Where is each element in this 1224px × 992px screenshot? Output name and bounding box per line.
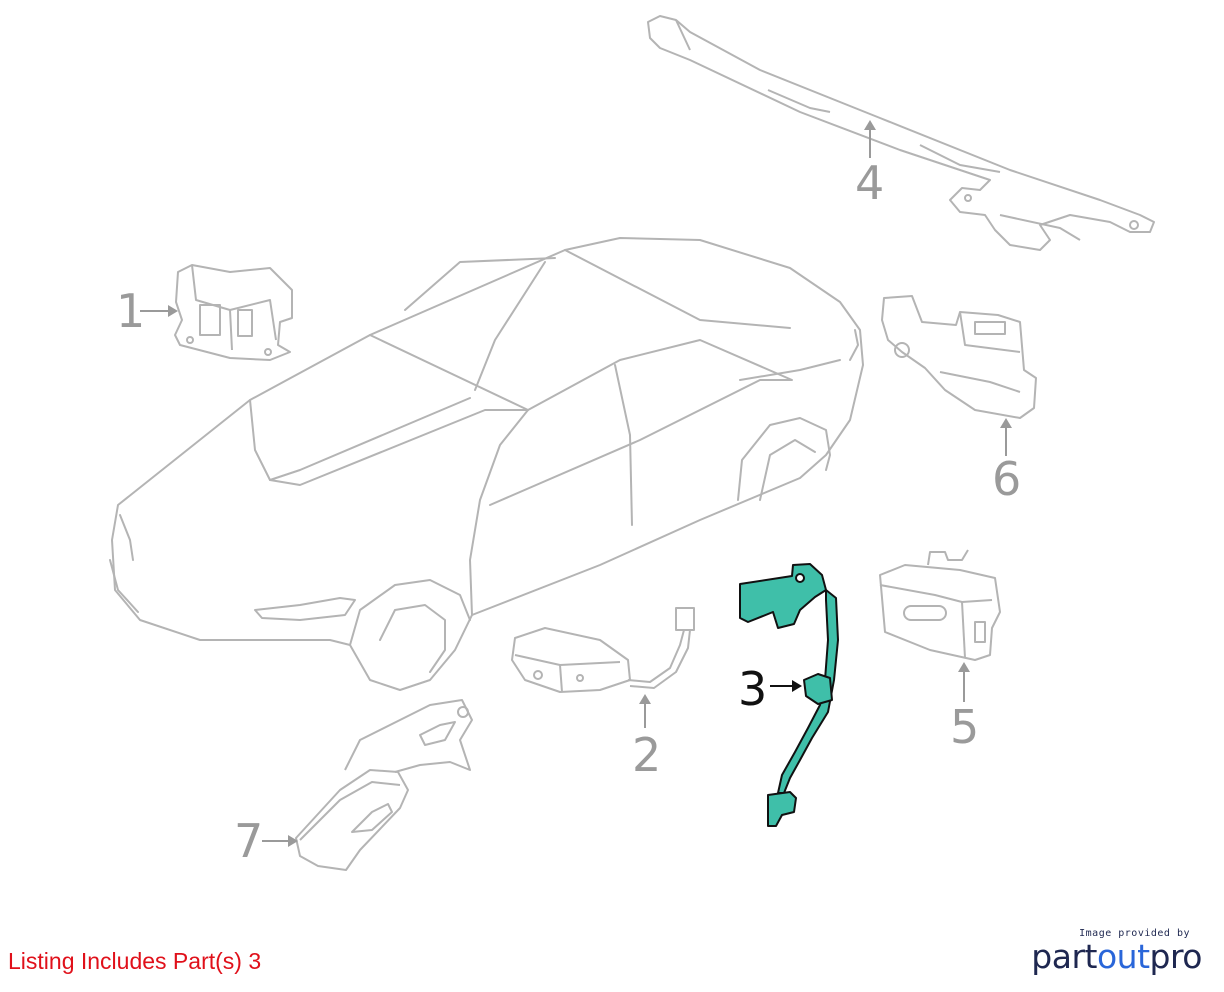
callout-label-3: 3 [738, 662, 768, 716]
callout-label-6: 6 [992, 452, 1022, 506]
leader-arrow-3 [770, 680, 802, 692]
part-3-harness [739, 563, 839, 827]
listing-note: Listing Includes Part(s) 3 [8, 948, 262, 974]
leader-arrows [140, 120, 1012, 847]
brand-logo-part: part [1031, 937, 1097, 976]
callout-label-7: 7 [234, 814, 264, 868]
brand-logo: partoutpro [1031, 939, 1202, 975]
brand-logo-pro: pro [1149, 937, 1203, 976]
part-1-bracket [174, 264, 293, 361]
part-7-module [295, 699, 473, 871]
vehicle-outline [109, 237, 864, 691]
brand-watermark: Image provided by partoutpro [1031, 928, 1202, 975]
part-2-module [511, 607, 695, 693]
callout-label-2: 2 [632, 728, 662, 782]
callout-label-4: 4 [855, 156, 885, 210]
part-6-bracket [881, 295, 1037, 419]
brand-caption: Image provided by [1079, 928, 1190, 939]
brand-logo-out: out [1096, 937, 1150, 976]
part-5-module [879, 549, 1001, 661]
callout-label-5: 5 [950, 700, 980, 754]
callout-label-1: 1 [116, 284, 146, 338]
part-4-bar [647, 15, 1155, 251]
